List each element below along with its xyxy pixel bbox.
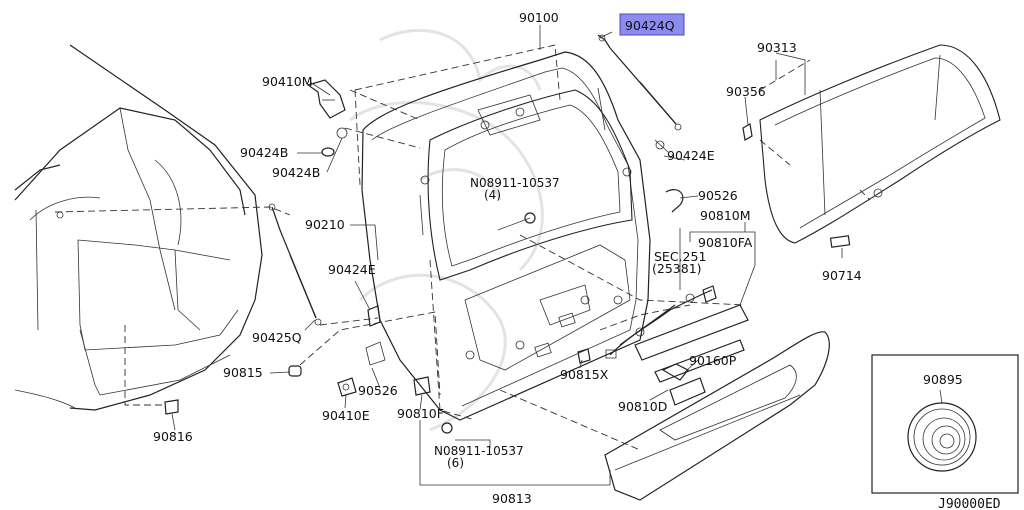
label-90810M: 90810M: [700, 208, 751, 223]
back-door-finisher: [604, 331, 830, 501]
label-qty-a: (4): [484, 188, 501, 202]
gas-stay-upper: [597, 34, 682, 153]
label-90813: 90813: [492, 491, 532, 506]
label-90425Q: 90425Q: [252, 330, 302, 345]
label-90424B-b: 90424B: [272, 165, 320, 180]
diagram-code: J90000ED: [938, 497, 1001, 510]
label-sec-251: SEC.251: [654, 249, 706, 264]
highlight-90424Q: [619, 13, 685, 36]
label-90160P: 90160P: [689, 353, 737, 368]
label-90810FA: 90810FA: [698, 235, 753, 250]
label-90810F: 90810F: [397, 406, 444, 421]
back-door-panel: [361, 51, 651, 421]
label-90895: 90895: [923, 372, 963, 387]
wiring-harness: [605, 289, 749, 361]
label-90526-a: 90526: [698, 188, 738, 203]
label-90410E: 90410E: [322, 408, 370, 423]
label-90424E-b: 90424E: [328, 262, 376, 277]
label-90714: 90714: [822, 268, 862, 283]
fasteners: [164, 123, 851, 434]
label-08911-a: N08911-10537: [470, 176, 560, 190]
label-sec-ref: (25381): [652, 261, 702, 276]
label-90210: 90210: [305, 217, 345, 232]
label-90815: 90815: [223, 365, 263, 380]
label-90815X: 90815X: [560, 367, 609, 382]
label-90424Q: 90424Q: [625, 18, 675, 33]
detail-inset: [871, 354, 1019, 494]
part-labels: 90100 90424Q 90313 90356 90410M 90424B 9…: [153, 10, 1001, 510]
label-90100: 90100: [519, 10, 559, 25]
label-90424B-a: 90424B: [240, 145, 288, 160]
label-90424E-a: 90424E: [667, 148, 715, 163]
label-qty-b: (6): [447, 456, 464, 470]
label-90410M: 90410M: [262, 74, 313, 89]
hinge-lower: [337, 341, 386, 397]
leader-lines: [171, 25, 843, 486]
finisher-small: [654, 339, 745, 406]
label-90526-b: 90526: [358, 383, 398, 398]
label-90356: 90356: [726, 84, 766, 99]
back-window-glass: [759, 44, 1001, 244]
label-90816: 90816: [153, 429, 193, 444]
gas-stay-lower: [268, 203, 322, 326]
label-08911-b: N08911-10537: [434, 444, 524, 458]
watermark: [349, 28, 544, 432]
vehicle-body: [14, 44, 263, 411]
label-90810D: 90810D: [618, 399, 667, 414]
label-90313: 90313: [757, 40, 797, 55]
hinge-upper: [306, 79, 348, 157]
